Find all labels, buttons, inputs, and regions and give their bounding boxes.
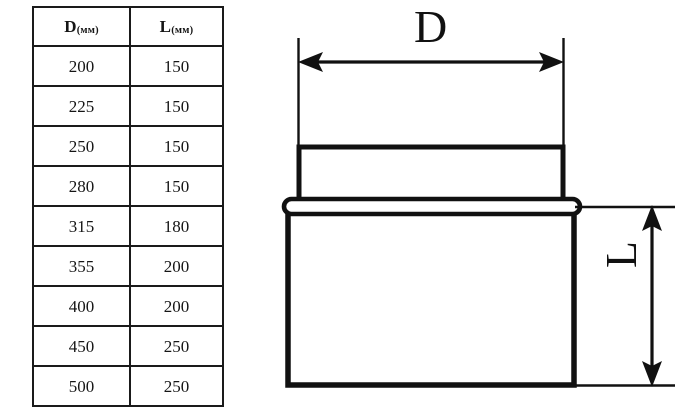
cell-l: 150 <box>129 85 224 127</box>
cell-d: 500 <box>32 365 131 407</box>
table-row: 250 150 <box>32 125 224 167</box>
table-row: 400 200 <box>32 285 224 327</box>
cell-l: 250 <box>129 365 224 407</box>
cell-d: 280 <box>32 165 131 207</box>
drawing-canvas <box>281 38 675 388</box>
table-header-row: D(мм) L(мм) <box>32 6 224 47</box>
table-body: 200 150 225 150 250 150 280 150 315 180 … <box>32 45 224 407</box>
column-header-l: L(мм) <box>129 6 224 47</box>
pipe-spigot-section <box>296 144 566 208</box>
column-header-d: D(мм) <box>32 6 131 47</box>
cell-d: 400 <box>32 285 131 327</box>
arrowhead-left-icon <box>298 52 323 72</box>
table-row: 280 150 <box>32 165 224 207</box>
pipe-socket-drawing: D L <box>275 0 700 418</box>
arrowhead-up-icon <box>642 205 662 231</box>
table-row: 315 180 <box>32 205 224 247</box>
dimension-label-d: D <box>414 1 448 52</box>
cell-l: 150 <box>129 165 224 207</box>
column-header-d-unit: (мм) <box>76 24 99 36</box>
table-row: 200 150 <box>32 45 224 87</box>
cell-l: 150 <box>129 125 224 167</box>
cell-l: 200 <box>129 245 224 287</box>
arrowhead-right-icon <box>539 52 564 72</box>
dimension-label-l: L <box>597 241 646 268</box>
column-header-d-symbol: D <box>64 16 77 36</box>
arrowhead-down-icon <box>642 361 662 387</box>
table-header: D(мм) L(мм) <box>32 6 224 47</box>
cell-d: 250 <box>32 125 131 167</box>
table-row: 225 150 <box>32 85 224 127</box>
dimension-table: D(мм) L(мм) 200 150 225 150 250 150 280 <box>32 6 224 407</box>
cell-d: 355 <box>32 245 131 287</box>
cell-d: 225 <box>32 85 131 127</box>
cell-l: 150 <box>129 45 224 87</box>
table-row: 355 200 <box>32 245 224 287</box>
cell-d: 315 <box>32 205 131 247</box>
column-header-l-symbol: L <box>159 16 172 36</box>
column-header-l-unit: (мм) <box>171 24 194 36</box>
cell-l: 180 <box>129 205 224 247</box>
cell-d: 450 <box>32 325 131 367</box>
gasket-ring <box>281 196 583 217</box>
pipe-body-section <box>285 202 577 388</box>
table-row: 500 250 <box>32 365 224 407</box>
cell-l: 250 <box>129 325 224 367</box>
table-row: 450 250 <box>32 325 224 367</box>
cell-d: 200 <box>32 45 131 87</box>
cell-l: 200 <box>129 285 224 327</box>
